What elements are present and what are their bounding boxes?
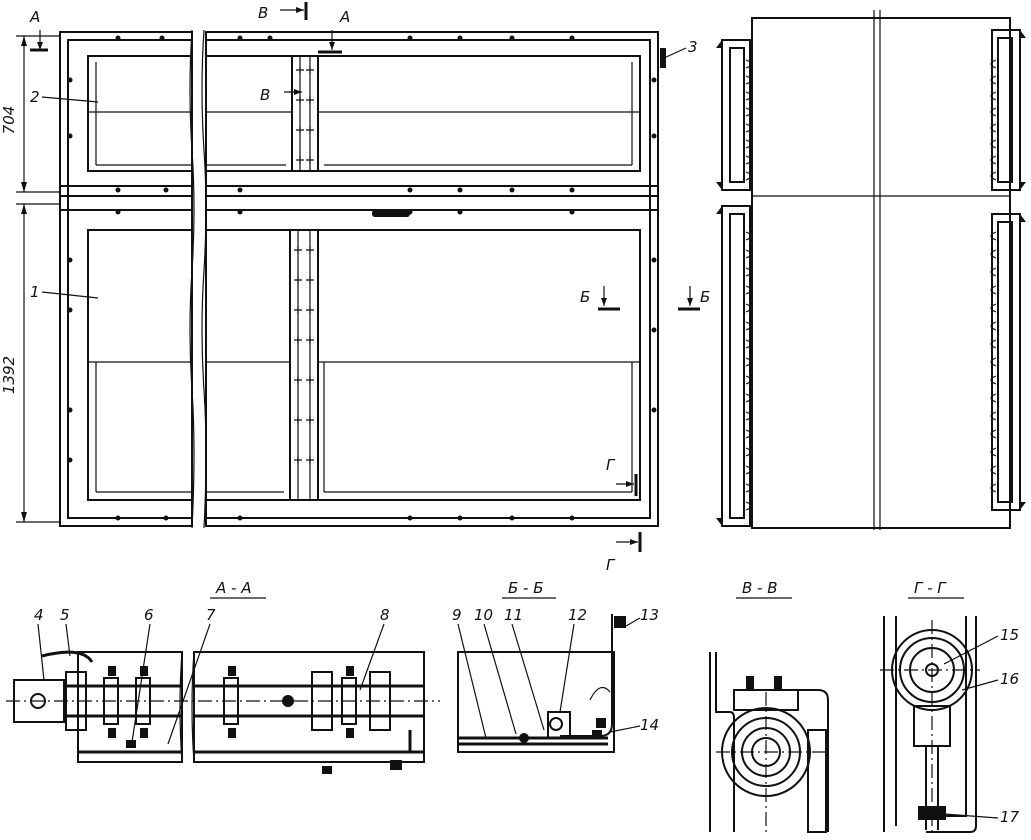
- svg-text:Б: Б: [580, 288, 590, 306]
- side-view: [716, 10, 1026, 530]
- side-hinge-right: [990, 29, 1026, 511]
- section-aa: А - А 4 5: [6, 579, 440, 774]
- callout-2: 2: [30, 88, 40, 106]
- callout-10: 10: [474, 606, 493, 624]
- side-body: [751, 17, 1011, 529]
- dimension-top: 704: [0, 106, 18, 135]
- callout-8: 8: [380, 606, 390, 624]
- section-marker-b-1: Б: [580, 286, 620, 311]
- section-marker-g-1: Г: [606, 456, 638, 496]
- callout-6: 6: [144, 606, 154, 624]
- panel-2-left: [87, 55, 193, 172]
- section-title-bb: Б - Б: [508, 579, 544, 597]
- callout-16: 16: [1000, 670, 1019, 688]
- section-title-gg: Г - Г: [914, 579, 947, 597]
- svg-text:Г: Г: [606, 556, 616, 574]
- side-hinge-left: [716, 39, 752, 527]
- post-rivets: [294, 66, 314, 464]
- panel-2-right: [317, 55, 641, 172]
- upper-post: [291, 55, 319, 172]
- section-title-vv: В - В: [742, 579, 778, 597]
- section-marker-a-left: А: [29, 8, 48, 52]
- callout-9: 9: [452, 606, 462, 624]
- dimension-bottom: 1392: [0, 356, 18, 394]
- svg-text:Б: Б: [700, 288, 710, 306]
- svg-text:А: А: [29, 8, 40, 26]
- section-marker-v-top: В: [258, 2, 308, 22]
- callout-17: 17: [1000, 808, 1020, 826]
- callout-14: 14: [640, 716, 659, 734]
- callout-1: 1: [30, 283, 40, 301]
- frame-bolts: [67, 35, 657, 521]
- callout-11: 11: [504, 606, 523, 624]
- front-frame-left: [59, 31, 193, 527]
- section-bb: Б - Б 9 10 11 12 13 14: [452, 579, 659, 753]
- callout-13: 13: [640, 606, 659, 624]
- section-vv: В - В: [709, 579, 830, 833]
- wire-5: [41, 650, 94, 663]
- callout-7: 7: [206, 606, 216, 624]
- front-view: 704 1392 А А В В: [0, 2, 710, 574]
- svg-text:Г: Г: [606, 456, 616, 474]
- section-gg: Г - Г 15 16 17: [880, 579, 1020, 836]
- panel-1-right: [317, 229, 641, 501]
- section-marker-g-2: Г: [606, 532, 642, 574]
- section-marker-b-2: Б: [678, 286, 710, 311]
- section-title-aa: А - А: [215, 579, 251, 597]
- callout-5: 5: [60, 606, 70, 624]
- callout-12: 12: [568, 606, 587, 624]
- lower-post: [289, 229, 319, 501]
- callout-4: 4: [34, 606, 44, 624]
- callout-3: 3: [688, 38, 698, 56]
- svg-text:В: В: [260, 86, 270, 104]
- section-marker-a-right: А: [318, 8, 350, 54]
- svg-text:А: А: [339, 8, 350, 26]
- callout-15: 15: [1000, 626, 1019, 644]
- front-frame-right: [205, 31, 659, 527]
- dimension-lines: [16, 35, 60, 523]
- section-marker-v-mid: В: [260, 86, 302, 104]
- panel-1-left: [87, 229, 193, 501]
- svg-text:В: В: [258, 4, 268, 22]
